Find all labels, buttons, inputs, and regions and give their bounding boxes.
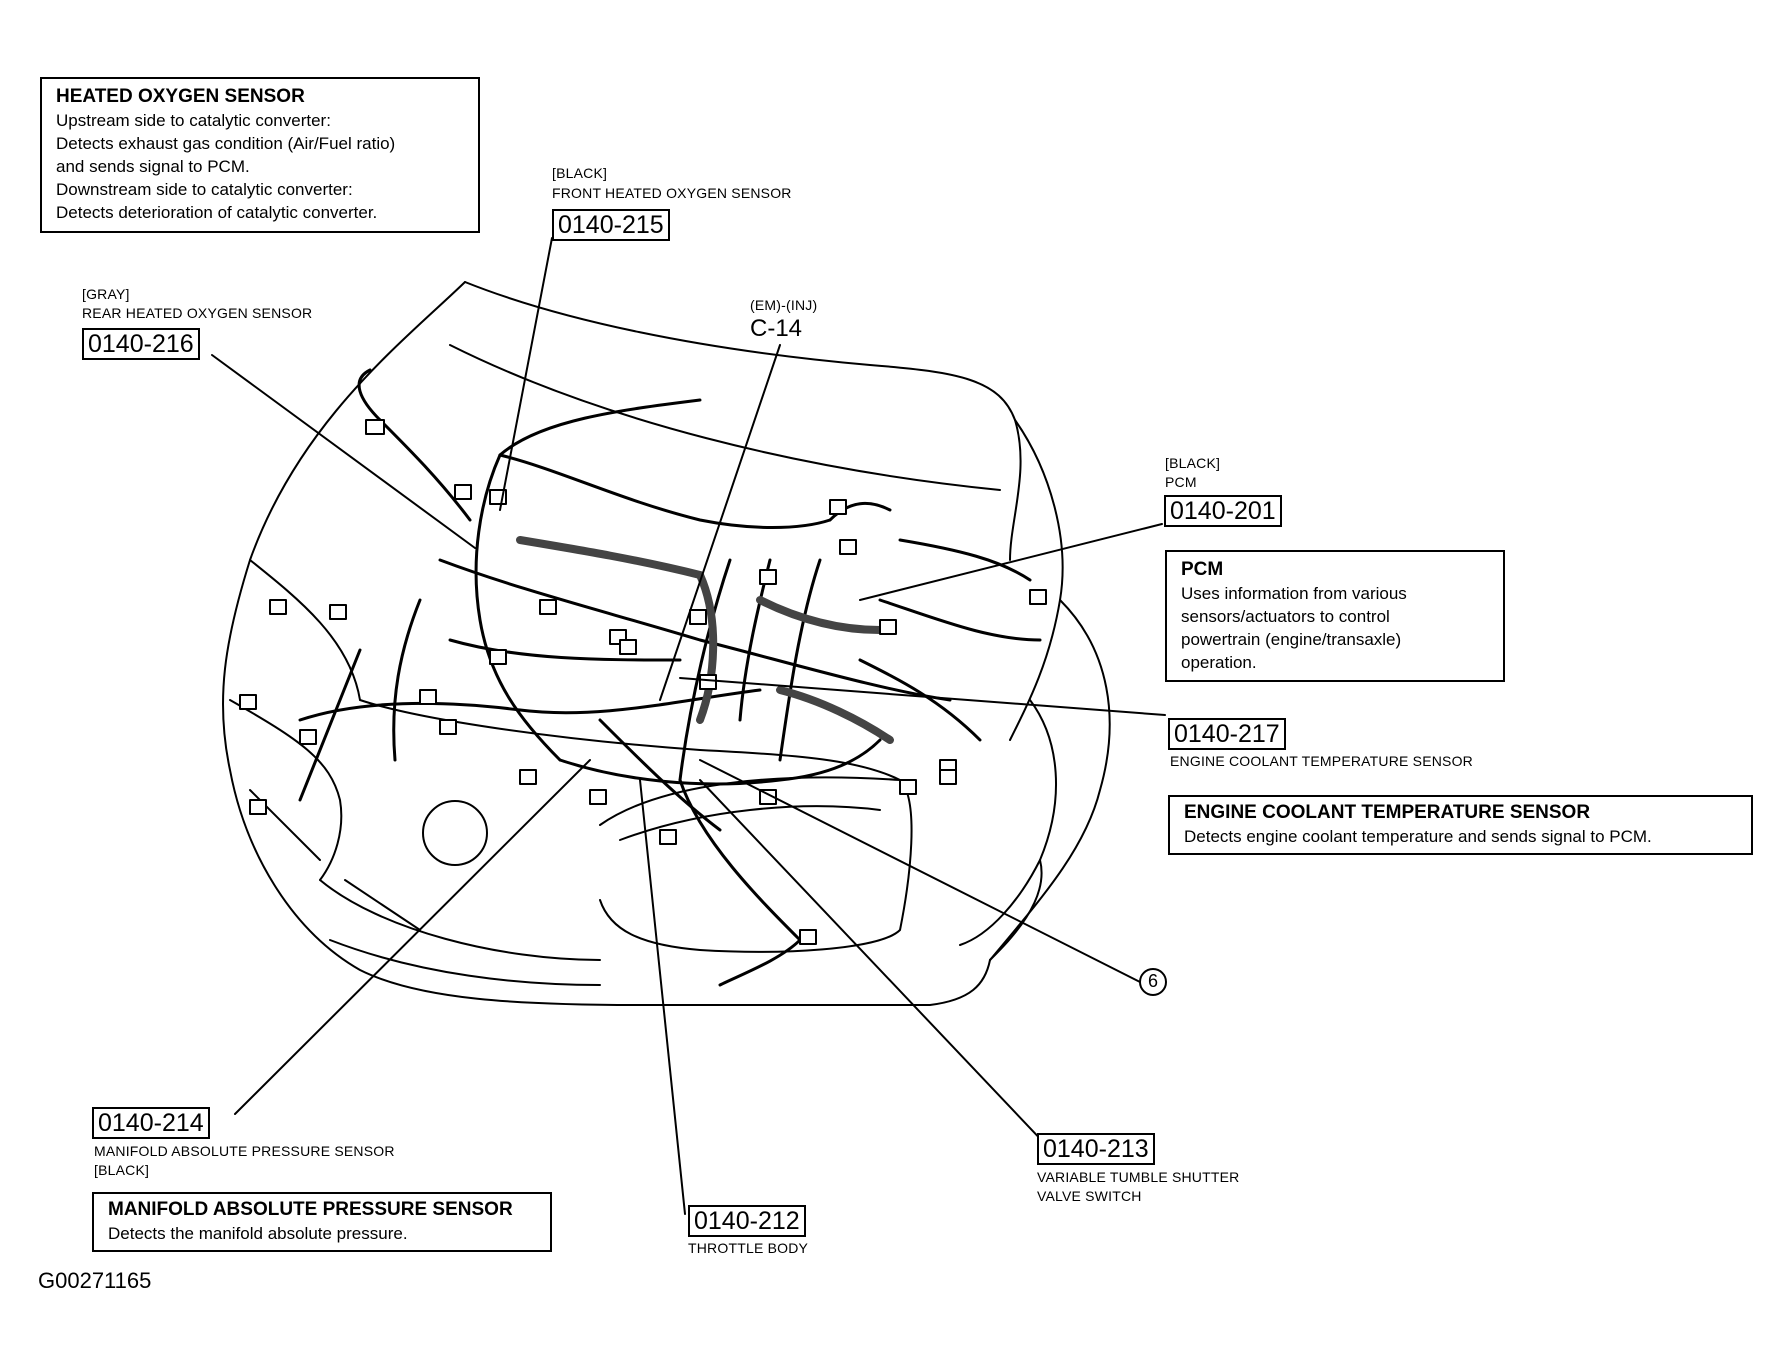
ect-sensor-desc: Detects engine coolant temperature and s… xyxy=(1184,827,1652,846)
wiring-harness xyxy=(298,368,1042,987)
pcm-title: PCM xyxy=(1181,559,1224,580)
rear-ho2s-code: 0140-216 xyxy=(82,328,200,360)
map-sensor-title: MANIFOLD ABSOLUTE PRESSURE SENSOR xyxy=(108,1199,513,1220)
pcm-desc-line: sensors/actuators to control xyxy=(1181,607,1390,626)
map-code: 0140-214 xyxy=(92,1107,210,1139)
throttle-body-code: 0140-212 xyxy=(688,1205,806,1237)
figure-id: G00271165 xyxy=(38,1268,152,1293)
pcm-desc-line: powertrain (engine/transaxle) xyxy=(1181,630,1402,649)
ect-code: 0140-217 xyxy=(1168,718,1286,750)
pcm-desc-line: operation. xyxy=(1181,653,1257,672)
ho2s-desc-line: and sends signal to PCM. xyxy=(56,157,250,176)
vts-name-line1: VARIABLE TUMBLE SHUTTER xyxy=(1037,1169,1240,1185)
connector-blocks xyxy=(239,419,1047,945)
pcm-color: [BLACK] xyxy=(1165,455,1221,471)
ho2s-desc-line: Downstream side to catalytic converter: xyxy=(56,180,353,199)
front-ho2s-name: FRONT HEATED OXYGEN SENSOR xyxy=(552,185,792,201)
rear-ho2s-color: [GRAY] xyxy=(82,286,130,302)
pcm-name: PCM xyxy=(1165,474,1197,490)
front-ho2s-code: 0140-215 xyxy=(552,209,670,241)
throttle-body-name: THROTTLE BODY xyxy=(688,1240,809,1256)
connector-code: C-14 xyxy=(750,315,803,342)
ect-sensor-box: ENGINE COOLANT TEMPERATURE SENSOR Detect… xyxy=(1168,795,1753,855)
ho2s-desc-line: Detects exhaust gas condition (Air/Fuel … xyxy=(56,134,396,153)
ect-name: ENGINE COOLANT TEMPERATURE SENSOR xyxy=(1170,753,1473,769)
rear-ho2s-name: REAR HEATED OXYGEN SENSOR xyxy=(82,305,313,321)
pcm-code: 0140-201 xyxy=(1164,495,1282,527)
map-color: [BLACK] xyxy=(94,1162,150,1178)
vts-name-line2: VALVE SWITCH xyxy=(1037,1188,1142,1204)
car-body-outline xyxy=(221,281,1111,1006)
ground-point-callout xyxy=(1139,968,1167,996)
ho2s-desc-line: Detects deterioration of catalytic conve… xyxy=(56,203,378,222)
pcm-desc-line: Uses information from various xyxy=(1181,584,1407,603)
connector-label: (EM)-(INJ) xyxy=(750,297,818,313)
map-name: MANIFOLD ABSOLUTE PRESSURE SENSOR xyxy=(94,1143,395,1159)
vts-code: 0140-213 xyxy=(1037,1133,1155,1165)
harness-conduit xyxy=(516,536,894,744)
pcm-box: PCM Uses information from various sensor… xyxy=(1165,550,1505,682)
ho2s-desc-line: Upstream side to catalytic converter: xyxy=(56,111,331,130)
ground-point-number: 6 xyxy=(1147,971,1158,991)
heated-oxygen-sensor-box: HEATED OXYGEN SENSOR Upstream side to ca… xyxy=(40,77,480,233)
map-sensor-desc: Detects the manifold absolute pressure. xyxy=(108,1224,408,1243)
heated-oxygen-sensor-title: HEATED OXYGEN SENSOR xyxy=(56,86,305,107)
ect-sensor-title: ENGINE COOLANT TEMPERATURE SENSOR xyxy=(1184,802,1591,823)
front-ho2s-color: [BLACK] xyxy=(552,165,608,181)
leader-lines xyxy=(211,237,1166,1215)
map-sensor-box: MANIFOLD ABSOLUTE PRESSURE SENSOR Detect… xyxy=(92,1192,552,1252)
